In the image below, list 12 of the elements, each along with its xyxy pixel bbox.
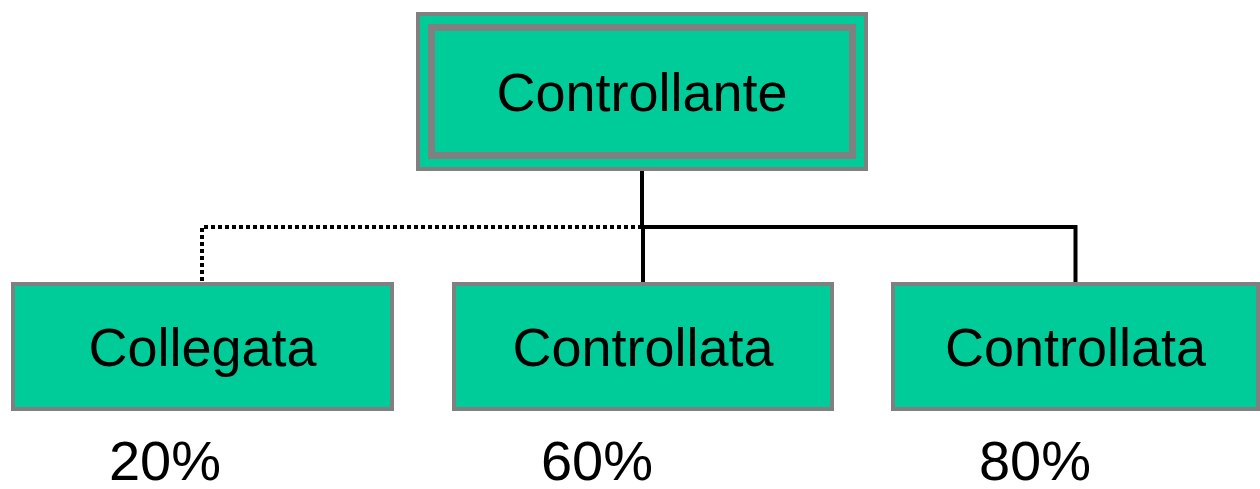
percentage-label: 60% [539, 428, 655, 489]
company-box [452, 282, 834, 411]
company-name: Collegata [88, 315, 317, 378]
parent-company-box [416, 12, 868, 171]
connector-line [640, 171, 1078, 282]
company-box [11, 282, 394, 411]
company-name: Controllata [944, 315, 1207, 378]
percentage-label: 20% [107, 428, 223, 489]
company-name: Controllante [496, 60, 788, 123]
company-name: Controllata [512, 315, 774, 378]
percentage-label: 80% [977, 428, 1093, 489]
company-box [891, 282, 1260, 411]
